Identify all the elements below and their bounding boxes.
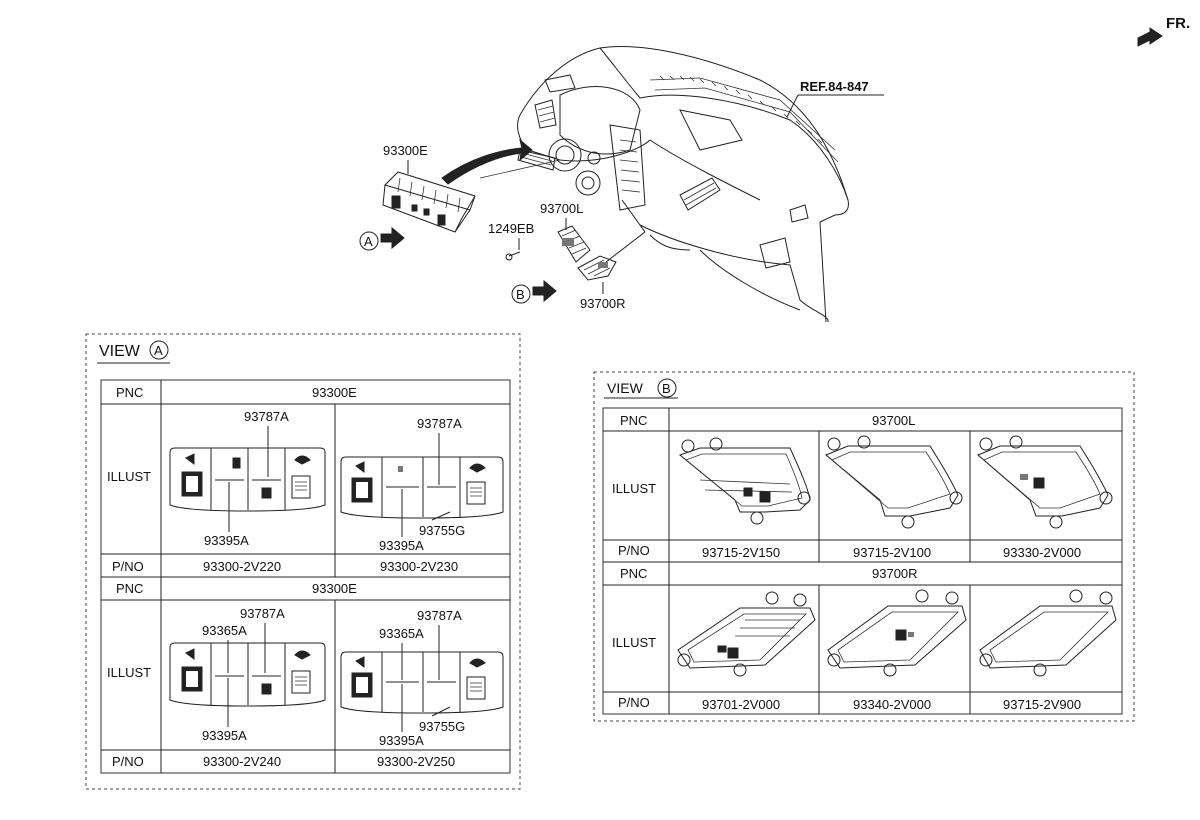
view-a-pnc-header-1: PNC xyxy=(116,385,143,400)
front-direction-arrow xyxy=(1137,27,1163,47)
switch-assembly-drawing xyxy=(382,171,476,233)
callout-2v220-93787a: 93787A xyxy=(244,409,289,424)
callout-2v230-93755g: 93755G xyxy=(419,523,465,538)
view-b-pnc-value-2: 93700R xyxy=(872,566,918,581)
view-a-pnc-header-2: PNC xyxy=(116,581,143,596)
view-b-circle xyxy=(511,284,531,304)
view-a-title: VIEW xyxy=(99,343,141,360)
view-a-marker-label: A xyxy=(364,234,373,249)
view-a-pno-header-2: P/NO xyxy=(112,754,144,769)
right-panel-drawing xyxy=(577,255,617,281)
left-panel-drawing xyxy=(557,225,591,263)
dashboard-drawing xyxy=(479,46,849,323)
callout-2v240-93787a: 93787A xyxy=(240,606,285,621)
switch-illust-2v220 xyxy=(169,447,326,512)
screw-drawing xyxy=(505,251,521,261)
view-a-title-marker: A xyxy=(154,343,163,358)
view-b-title-marker: B xyxy=(662,381,671,396)
callout-right-panel: 93700R xyxy=(580,296,626,311)
view-b-pno-header-2: P/NO xyxy=(618,695,650,710)
callout-2v230-93395a: 93395A xyxy=(379,538,424,553)
front-label: FR. xyxy=(1166,15,1190,32)
view-a-illust-header-2: ILLUST xyxy=(107,665,151,680)
callout-2v230-93787a: 93787A xyxy=(417,416,462,431)
view-a-pno-3: 93300-2V240 xyxy=(203,754,281,769)
view-b-illust-header-2: ILLUST xyxy=(612,635,656,650)
install-arrow xyxy=(441,138,533,185)
view-b-title: VIEW xyxy=(607,380,644,396)
view-b-marker-label: B xyxy=(516,287,525,302)
callout-fastener: 1249EB xyxy=(488,221,534,236)
view-b-pno-header-1: P/NO xyxy=(618,543,650,558)
view-a-circle xyxy=(359,231,379,251)
view-b-arrow xyxy=(532,279,557,303)
switch-illust-2v240 xyxy=(169,642,326,707)
view-a-pno-header-1: P/NO xyxy=(112,559,144,574)
callout-2v240-93365a: 93365A xyxy=(202,623,247,638)
ref-label: REF.84-847 xyxy=(800,79,869,94)
panel-illust-93701-2v000 xyxy=(677,591,816,677)
callout-2v250-93787a: 93787A xyxy=(417,608,462,623)
view-b-pno-2: 93715-2V100 xyxy=(853,545,931,560)
panel-illust-93340-2v000 xyxy=(827,589,967,677)
view-b-pnc-header-2: PNC xyxy=(620,566,647,581)
view-a-illust-header-1: ILLUST xyxy=(107,469,151,484)
callout-2v250-93365a: 93365A xyxy=(379,626,424,641)
panel-illust-93330-2v000 xyxy=(977,435,1113,529)
view-b-illust-header-1: ILLUST xyxy=(612,481,656,496)
view-b-pno-6: 93715-2V900 xyxy=(1003,697,1081,712)
view-b-pno-4: 93701-2V000 xyxy=(702,697,780,712)
view-b-table xyxy=(602,407,1123,715)
view-a-frame xyxy=(85,333,521,790)
view-a-pno-4: 93300-2V250 xyxy=(377,754,455,769)
view-a-pno-2: 93300-2V230 xyxy=(380,559,458,574)
view-a-pno-1: 93300-2V220 xyxy=(203,559,281,574)
switch-illust-2v250 xyxy=(340,651,504,714)
callout-left-panel: 93700L xyxy=(540,201,583,216)
callout-2v240-93395a: 93395A xyxy=(202,728,247,743)
view-b-frame xyxy=(593,371,1135,722)
panel-illust-93715-2v100 xyxy=(825,435,963,529)
view-a-pnc-value-1: 93300E xyxy=(312,385,357,400)
view-a-arrow xyxy=(380,226,405,250)
switch-illust-2v230 xyxy=(340,456,504,519)
panel-illust-93715-2v150 xyxy=(678,437,811,525)
view-b-pno-1: 93715-2V150 xyxy=(702,545,780,560)
view-b-pnc-header-1: PNC xyxy=(620,413,647,428)
view-b-pnc-value-1: 93700L xyxy=(872,413,915,428)
panel-illust-93715-2v900 xyxy=(979,589,1117,677)
callout-switch-assembly: 93300E xyxy=(383,143,428,158)
callout-2v220-93395a: 93395A xyxy=(204,533,249,548)
view-b-pno-3: 93330-2V000 xyxy=(1003,545,1081,560)
callout-2v250-93755g: 93755G xyxy=(419,719,465,734)
callout-2v250-93395a: 93395A xyxy=(379,733,424,748)
view-a-table xyxy=(100,379,511,774)
view-b-pno-5: 93340-2V000 xyxy=(853,697,931,712)
view-a-pnc-value-2: 93300E xyxy=(312,581,357,596)
